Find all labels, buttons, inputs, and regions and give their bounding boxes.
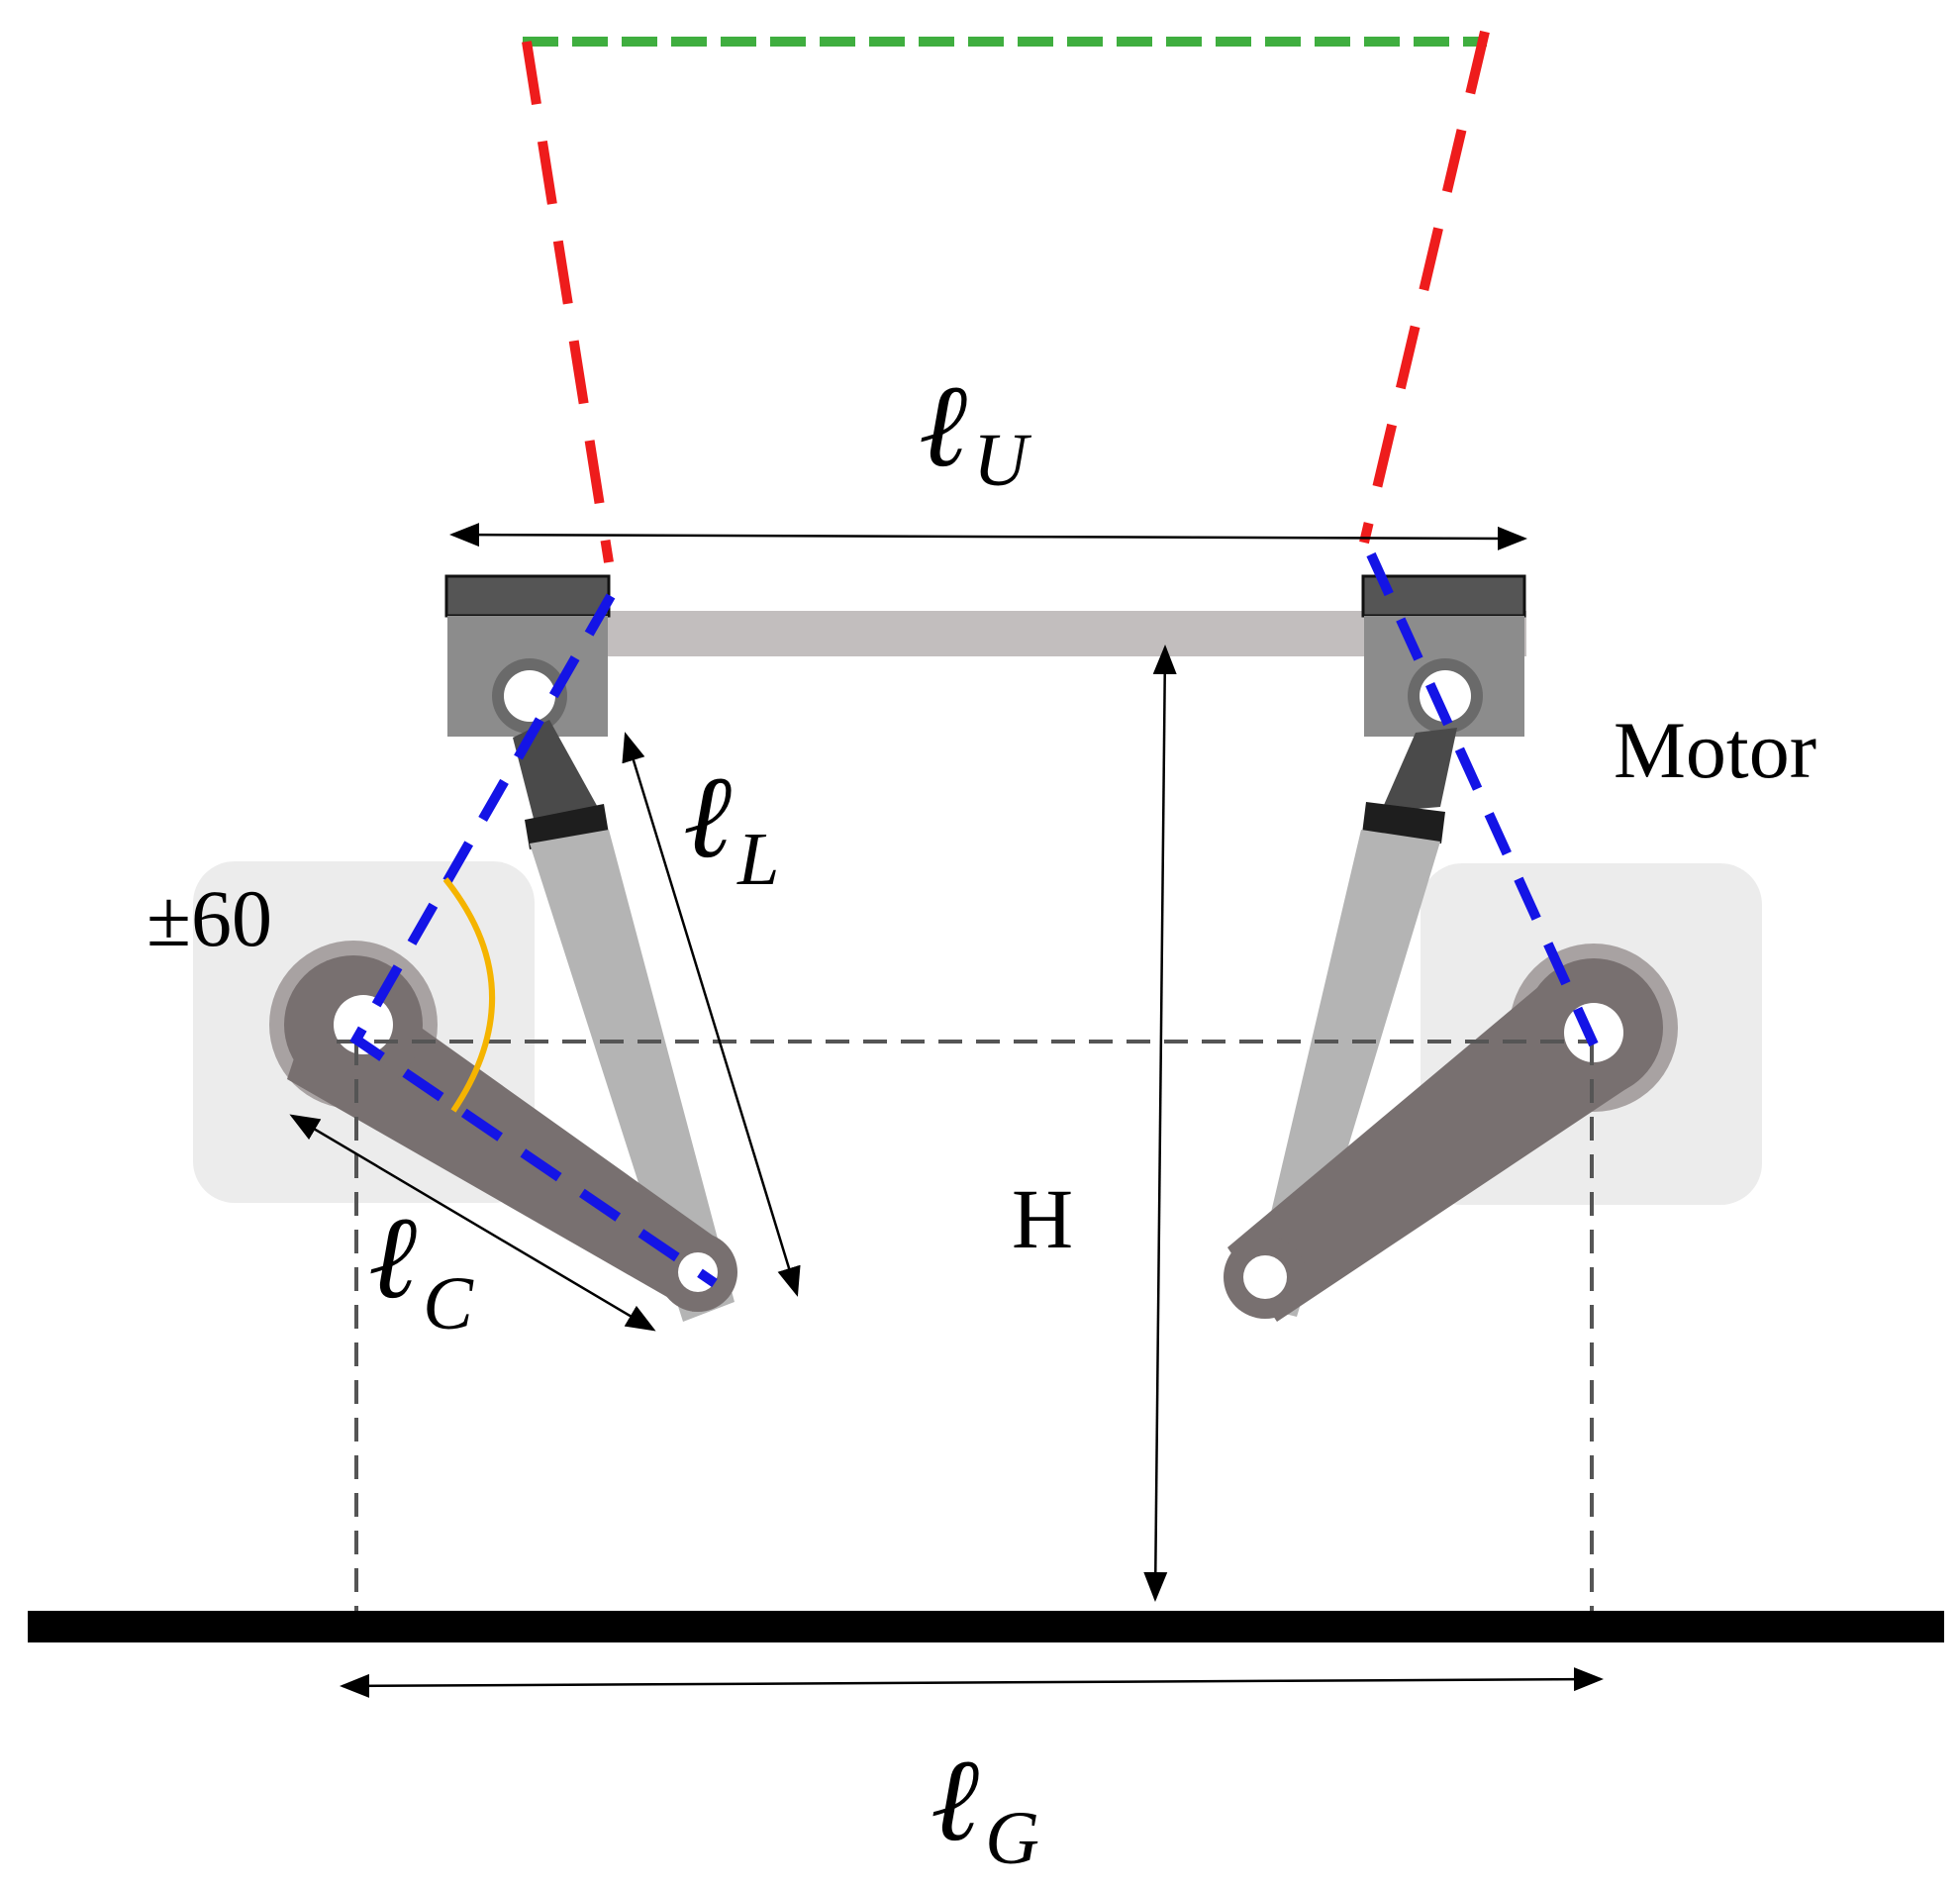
- height-label: H: [1012, 1171, 1073, 1266]
- left-upper-pivot-hole: [504, 670, 555, 722]
- ground-length-label: ℓG: [931, 1736, 1039, 1880]
- link-length-arrow: [622, 732, 801, 1297]
- right-blue-dashed-line: [1366, 551, 1599, 1047]
- upper-length-label: ℓU: [919, 361, 1031, 502]
- right-red-dashed-line: [1359, 30, 1490, 545]
- ground-length-arrow: [340, 1667, 1604, 1698]
- left-red-dashed-line: [522, 41, 614, 563]
- ground-line: [28, 1611, 1944, 1642]
- right-rod-end: [1381, 728, 1457, 812]
- motor-label: Motor: [1614, 705, 1816, 795]
- upper-bar: [447, 611, 1526, 656]
- height-arrow: [1143, 645, 1177, 1602]
- crank-length-label: ℓC: [368, 1193, 474, 1345]
- link-length-label: ℓL: [683, 752, 779, 901]
- right-crank-end-hole: [1243, 1255, 1287, 1299]
- upper-length-arrow: [449, 523, 1527, 550]
- left-upper-joint-cap: [444, 574, 611, 618]
- angle-limit-label: ±60: [147, 873, 272, 963]
- angle-arc: [442, 877, 496, 1113]
- right-upper-joint-cap: [1361, 574, 1526, 618]
- left-rod-collar: [525, 804, 609, 849]
- crank-length-arrow: [289, 1114, 656, 1332]
